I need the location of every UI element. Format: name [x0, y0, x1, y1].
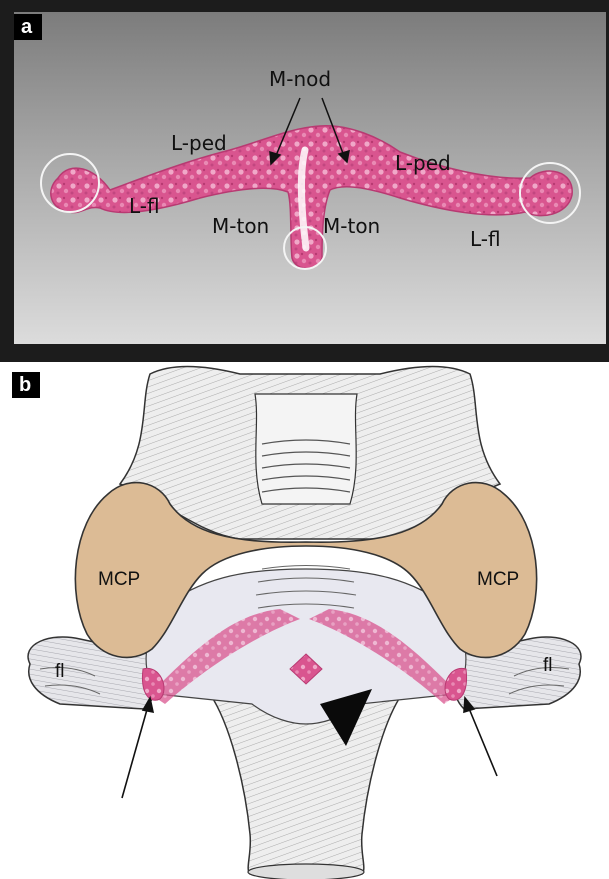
label-fl-right: fl [543, 655, 553, 676]
label-l-fl-left: L-fl [129, 194, 160, 218]
label-m-nod: M-nod [269, 67, 331, 91]
label-fl-left: fl [55, 661, 65, 682]
label-mcp-right: MCP [477, 569, 519, 590]
arrow-left [122, 698, 153, 798]
label-l-fl-right: L-fl [470, 227, 501, 251]
panel-a-figure: M-nod L-ped L-ped L-fl L-fl M-ton M-ton … [0, 0, 609, 362]
label-l-ped-left: L-ped [171, 131, 227, 155]
label-m-ton-right: M-ton [323, 214, 380, 238]
label-m-ton-left: M-ton [212, 214, 269, 238]
panel-b-letter: b [19, 374, 31, 396]
fourth-ventricle-region [146, 569, 466, 724]
panel-a: M-nod L-ped L-ped L-fl L-fl M-ton M-ton … [0, 0, 609, 362]
panel-b: MCP MCP fl fl b [0, 364, 609, 879]
label-mcp-left: MCP [98, 569, 140, 590]
panel-a-letter: a [21, 16, 33, 38]
label-l-ped-right: L-ped [395, 151, 451, 175]
arrow-right [464, 698, 497, 776]
panel-b-figure: MCP MCP fl fl b [0, 364, 609, 879]
